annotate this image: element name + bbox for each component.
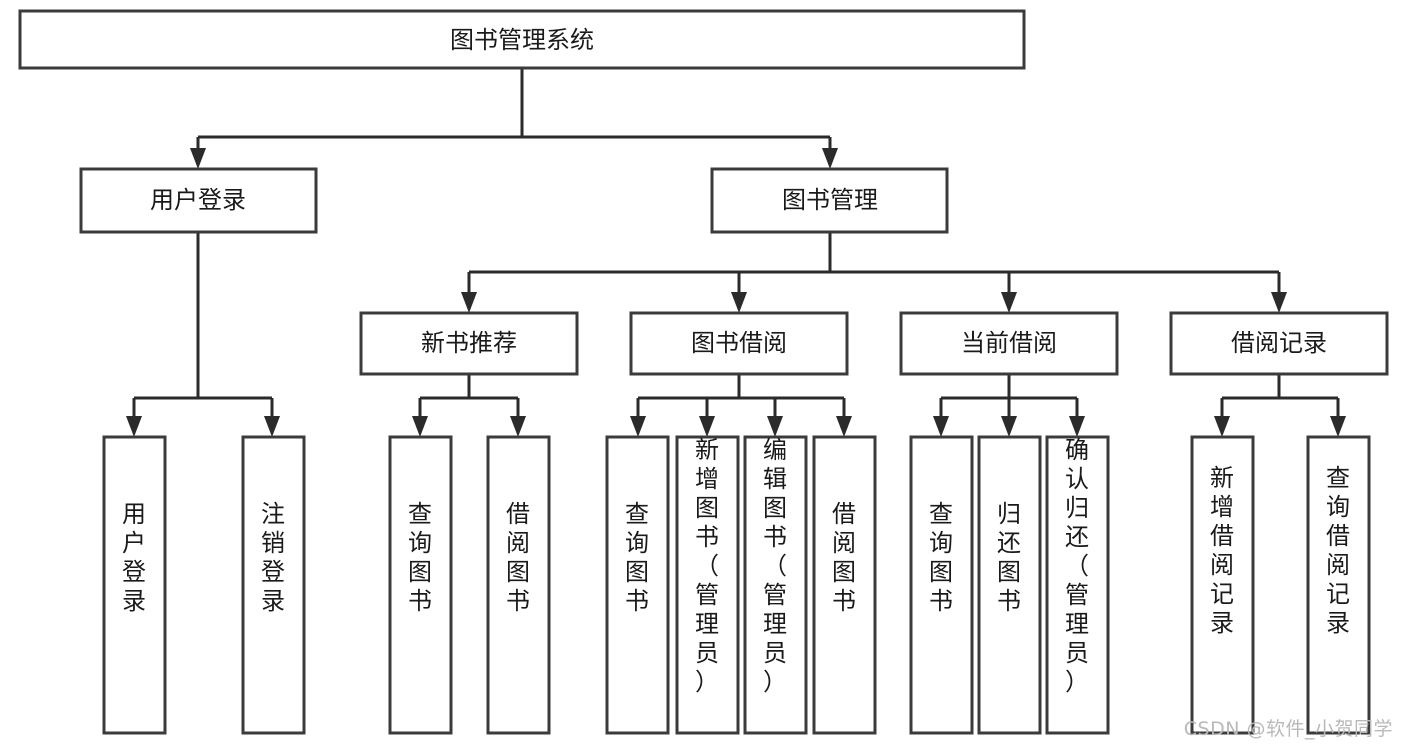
node-label: 用户登录 xyxy=(122,500,146,615)
node-book-management[interactable]: 图书管理 xyxy=(710,167,949,234)
node-leaf-query-borrow-record[interactable]: 查询借阅记录 xyxy=(1306,435,1371,735)
node-label: 当前借阅 xyxy=(961,329,1057,357)
connector-user-login-to-leaves xyxy=(126,232,280,437)
node-box[interactable] xyxy=(1169,311,1389,376)
arrow-head-icon xyxy=(1001,416,1017,437)
node-label: 借阅图书 xyxy=(832,500,856,615)
node-label: 图书管理 xyxy=(782,186,878,214)
node-box[interactable] xyxy=(977,435,1042,735)
node-box[interactable] xyxy=(605,435,670,735)
node-leaf-logout[interactable]: 注销登录 xyxy=(241,435,306,735)
node-borrow-record[interactable]: 借阅记录 xyxy=(1169,311,1389,376)
node-leaf-edit-book-admin[interactable]: 编辑图书（管理员） xyxy=(743,435,808,735)
node-leaf-query-book-1[interactable]: 查询图书 xyxy=(388,435,453,735)
node-box[interactable] xyxy=(899,311,1119,376)
arrow-head-icon xyxy=(1069,416,1085,437)
connector-new-book-to-leaves xyxy=(412,374,526,437)
arrow-head-icon xyxy=(630,416,646,437)
arrow-head-icon xyxy=(190,148,206,169)
arrow-head-icon xyxy=(731,292,747,313)
node-book-borrow[interactable]: 图书借阅 xyxy=(629,311,849,376)
node-leaf-add-borrow-record[interactable]: 新增借阅记录 xyxy=(1190,435,1255,735)
node-box[interactable] xyxy=(710,167,949,234)
arrow-head-icon xyxy=(1330,416,1346,437)
node-current-borrow[interactable]: 当前借阅 xyxy=(899,311,1119,376)
connector-root-to-level2 xyxy=(190,68,838,169)
node-box[interactable] xyxy=(79,167,318,234)
node-label: 确认归还（管理员） xyxy=(1065,436,1089,696)
node-label: 用户登录 xyxy=(150,186,246,214)
node-label: 注销登录 xyxy=(261,500,285,615)
node-box[interactable] xyxy=(812,435,877,735)
arrow-head-icon xyxy=(264,416,280,437)
node-root-system[interactable]: 图书管理系统 xyxy=(18,9,1026,70)
node-label: 新增图书（管理员） xyxy=(695,436,719,696)
node-label: 借阅记录 xyxy=(1231,329,1327,357)
node-label: 图书管理系统 xyxy=(450,26,594,54)
node-label: 查询图书 xyxy=(929,500,953,615)
node-label: 查询借阅记录 xyxy=(1326,464,1350,637)
node-box[interactable] xyxy=(1190,435,1255,735)
node-label: 查询图书 xyxy=(408,500,432,615)
node-box[interactable] xyxy=(486,435,551,735)
node-leaf-confirm-return-admin[interactable]: 确认归还（管理员） xyxy=(1045,435,1110,735)
node-box[interactable] xyxy=(1306,435,1371,735)
arrow-head-icon xyxy=(699,416,715,437)
node-new-book-recommend[interactable]: 新书推荐 xyxy=(359,311,579,376)
node-box[interactable] xyxy=(629,311,849,376)
node-label: 图书借阅 xyxy=(691,329,787,357)
node-box[interactable] xyxy=(18,9,1026,70)
arrow-head-icon xyxy=(510,416,526,437)
arrow-head-icon xyxy=(1001,292,1017,313)
node-leaf-query-book-2[interactable]: 查询图书 xyxy=(605,435,670,735)
node-leaf-user-login[interactable]: 用户登录 xyxy=(102,435,167,735)
node-label: 归还图书 xyxy=(997,500,1021,615)
arrow-head-icon xyxy=(933,416,949,437)
node-leaf-borrow-book-1[interactable]: 借阅图书 xyxy=(486,435,551,735)
node-box[interactable] xyxy=(359,311,579,376)
node-leaf-return-book[interactable]: 归还图书 xyxy=(977,435,1042,735)
connector-booking-to-level3 xyxy=(461,232,1287,313)
node-leaf-query-book-3[interactable]: 查询图书 xyxy=(909,435,974,735)
node-user-login[interactable]: 用户登录 xyxy=(79,167,318,234)
arrow-head-icon xyxy=(822,148,838,169)
node-label: 借阅图书 xyxy=(506,500,530,615)
node-box[interactable] xyxy=(743,435,808,735)
connector-book-borrow-to-leaves xyxy=(630,374,852,437)
node-box[interactable] xyxy=(1045,435,1110,735)
connector-current-borrow-to-leaves xyxy=(933,374,1085,437)
arrow-head-icon xyxy=(412,416,428,437)
connector-borrow-record-to-leaves xyxy=(1214,374,1346,437)
arrow-head-icon xyxy=(461,292,477,313)
node-leaf-borrow-book-2[interactable]: 借阅图书 xyxy=(812,435,877,735)
node-box[interactable] xyxy=(388,435,453,735)
node-box[interactable] xyxy=(102,435,167,735)
arrow-head-icon xyxy=(836,416,852,437)
node-label: 新书推荐 xyxy=(421,329,517,357)
arrow-head-icon xyxy=(1214,416,1230,437)
node-label: 新增借阅记录 xyxy=(1210,464,1234,637)
node-leaf-add-book-admin[interactable]: 新增图书（管理员） xyxy=(675,435,740,735)
arrow-head-icon xyxy=(126,416,142,437)
arrow-head-icon xyxy=(1271,292,1287,313)
node-box[interactable] xyxy=(909,435,974,735)
arrow-head-icon xyxy=(767,416,783,437)
node-label: 编辑图书（管理员） xyxy=(763,436,787,696)
node-label: 查询图书 xyxy=(625,500,649,615)
node-box[interactable] xyxy=(241,435,306,735)
node-box[interactable] xyxy=(675,435,740,735)
